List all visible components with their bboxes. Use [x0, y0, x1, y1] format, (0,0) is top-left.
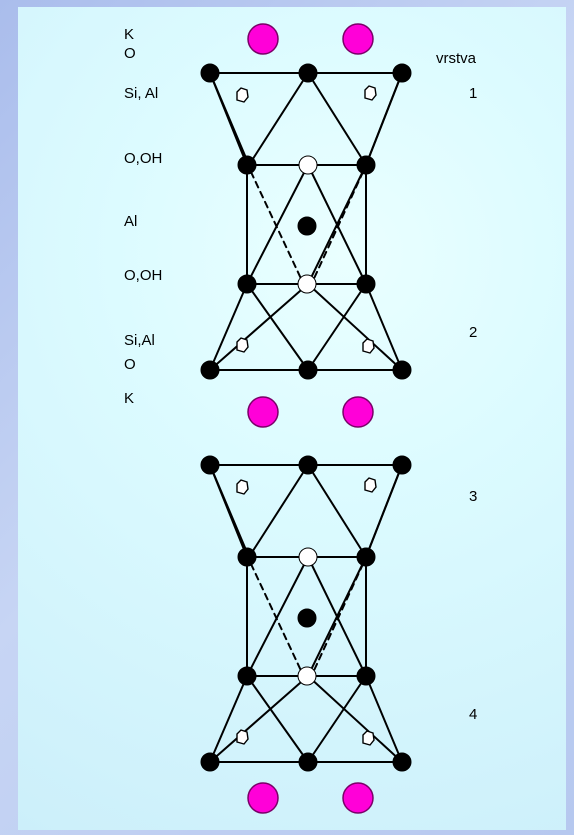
label-o-oh-upper: O,OH [124, 150, 162, 167]
black-atom-1-6 [237, 274, 257, 294]
dashed-bond-2-1 [250, 563, 305, 678]
label-k-bottom: K [124, 390, 134, 407]
potassium-ion-5 [247, 782, 279, 814]
small-white-atom-2-3 [236, 729, 249, 745]
small-white-atom-1-4 [362, 338, 375, 354]
black-atom-2-2 [298, 455, 318, 475]
black-atom-2-10 [392, 752, 412, 772]
label-o-top: O [124, 45, 136, 62]
atom-labels: K O Si, Al O,OH Al O,OH Si,Al O K vrstva… [124, 26, 477, 723]
bond-line-1-22 [307, 283, 367, 371]
black-atom-2-1 [200, 455, 220, 475]
layer-unit-2 [200, 455, 412, 772]
black-atom-2-7 [356, 666, 376, 686]
black-atom-1-9 [298, 360, 318, 380]
black-atom-1-2 [298, 63, 318, 83]
label-si-al-top: Si, Al [124, 85, 158, 102]
bond-line-2-12 [248, 464, 309, 558]
black-atom-1-1 [200, 63, 220, 83]
small-white-atom-2-1 [236, 479, 249, 495]
bond-line-2-8 [209, 675, 248, 763]
label-o-oh-lower: O,OH [124, 267, 162, 284]
label-o-bottom: O [124, 356, 136, 373]
bond-line-2-13 [307, 464, 367, 558]
small-white-atom-1-2 [364, 85, 377, 101]
bond-line-1-16 [246, 164, 309, 285]
potassium-ion-6 [342, 782, 374, 814]
bond-line-2-16 [246, 556, 309, 677]
dashed-bond-2-2 [310, 563, 364, 678]
black-atom-2-4 [237, 547, 257, 567]
black-atom-1-3 [392, 63, 412, 83]
bond-line-2-22 [307, 675, 367, 763]
label-si-al-bottom: Si,Al [124, 332, 155, 349]
black-atom-1-5 [356, 155, 376, 175]
black-atom-2-8 [200, 752, 220, 772]
small-white-atom-1-3 [236, 337, 249, 353]
bond-line-1-11 [209, 72, 250, 166]
bond-line-2-9 [365, 675, 403, 763]
bond-line-1-14 [365, 72, 403, 166]
aluminum-atom-2 [297, 608, 317, 628]
bond-line-1-19 [246, 283, 309, 371]
diagram-panel: K O Si, Al O,OH Al O,OH Si,Al O K vrstva… [18, 7, 566, 830]
layer-unit-1 [200, 63, 412, 380]
black-atom-2-9 [298, 752, 318, 772]
black-atom-1-10 [392, 360, 412, 380]
label-al: Al [124, 213, 137, 230]
bond-line-1-8 [209, 283, 248, 371]
layer-number-4: 4 [469, 706, 477, 723]
layer-number-1: 1 [469, 85, 477, 102]
mica-layer-diagram: K O Si, Al O,OH Al O,OH Si,Al O K vrstva… [124, 23, 477, 814]
potassium-ion-1 [247, 23, 279, 55]
aluminum-atom-1 [297, 216, 317, 236]
bond-line-2-11 [209, 464, 250, 558]
black-atom-1-7 [356, 274, 376, 294]
black-atom-2-6 [237, 666, 257, 686]
label-k-top: K [124, 26, 134, 43]
dashed-bond-1-1 [250, 171, 305, 286]
small-white-atom-2-2 [364, 477, 377, 493]
black-atom-2-5 [356, 547, 376, 567]
potassium-ion-3 [247, 396, 279, 428]
small-white-atom-2-4 [362, 730, 375, 746]
white-atom-2-1 [298, 547, 318, 567]
bond-line-2-21 [307, 675, 403, 763]
small-white-atom-1-1 [236, 87, 249, 103]
potassium-ion-4 [342, 396, 374, 428]
crystal-structure [200, 23, 412, 814]
layer-header: vrstva [436, 50, 477, 67]
bond-line-2-14 [365, 464, 403, 558]
potassium-ion-2 [342, 23, 374, 55]
bond-line-1-9 [365, 283, 403, 371]
dashed-bond-1-2 [310, 171, 364, 286]
layer-number-3: 3 [469, 488, 477, 505]
bond-line-1-12 [248, 72, 309, 166]
white-atom-2-2 [297, 666, 317, 686]
black-atom-1-8 [200, 360, 220, 380]
white-atom-1-2 [297, 274, 317, 294]
bond-line-1-20 [209, 283, 309, 371]
layer-number-2: 2 [469, 324, 477, 341]
bond-line-1-21 [307, 283, 403, 371]
white-atom-1-1 [298, 155, 318, 175]
bond-line-1-13 [307, 72, 367, 166]
black-atom-1-4 [237, 155, 257, 175]
bond-line-2-20 [209, 675, 309, 763]
bond-line-2-19 [246, 675, 309, 763]
black-atom-2-3 [392, 455, 412, 475]
